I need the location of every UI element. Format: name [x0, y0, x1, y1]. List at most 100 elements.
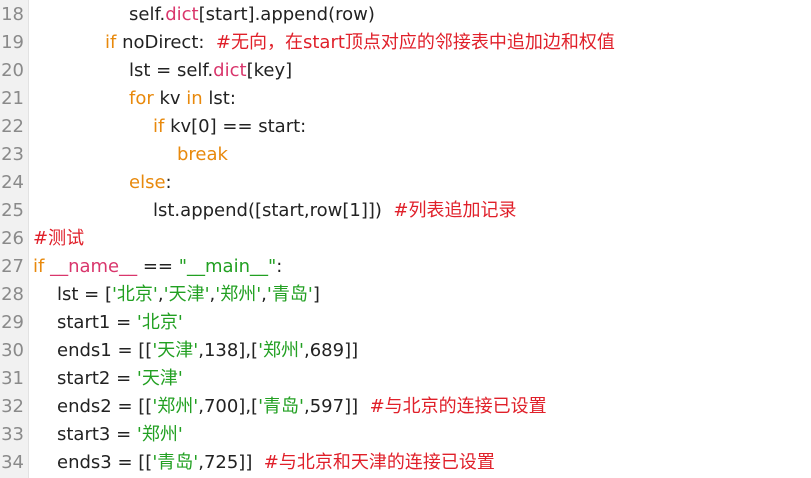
code-token: for — [129, 88, 154, 109]
code-token: , — [209, 284, 216, 305]
code-text: start1 = '北京' — [57, 309, 183, 337]
code-token: #与北京的连接已设置 — [369, 396, 547, 417]
line-number: 19 — [1, 32, 24, 53]
code-token: #无向，在start顶点对应的邻接表中追加边和权值 — [215, 32, 615, 53]
code-token: '北京' — [111, 284, 158, 305]
code-text: ends1 = [['天津',138],['郑州',689]] — [57, 337, 358, 365]
code-text: start3 = '郑州' — [57, 421, 183, 449]
line-number: 28 — [1, 284, 24, 305]
code-line[interactable]: 25 lst.append([start,row[1]]) #列表追加记录 — [0, 197, 811, 225]
line-number: 23 — [1, 144, 24, 165]
code-token: ,700],[ — [198, 396, 259, 417]
line-number: 18 — [1, 4, 24, 25]
code-token: '天津' — [152, 340, 199, 361]
code-line[interactable]: 27 if __name__ == "__main__": — [0, 253, 811, 281]
code-line[interactable]: 23 break — [0, 141, 811, 169]
code-line[interactable]: 29 start1 = '北京' — [0, 309, 811, 337]
code-token: [key] — [246, 60, 293, 81]
code-text: for kv in lst: — [129, 85, 236, 113]
code-token: start2 = — [57, 368, 137, 389]
code-text: if noDirect: #无向，在start顶点对应的邻接表中追加边和权值 — [105, 29, 615, 57]
code-token: "__main__" — [178, 256, 277, 277]
code-token: ,138],[ — [198, 340, 259, 361]
code-line[interactable]: 19 if noDirect: #无向，在start顶点对应的邻接表中追加边和权值 — [0, 29, 811, 57]
code-token: '北京' — [136, 312, 183, 333]
code-token: lst: — [202, 88, 236, 109]
code-token: [start].append(row) — [198, 4, 375, 25]
code-token: == — [137, 256, 179, 277]
line-number: 26 — [1, 228, 24, 249]
code-token: '青岛' — [152, 452, 199, 473]
code-token: '青岛' — [258, 396, 304, 417]
code-token: start1 = — [57, 312, 137, 333]
code-line[interactable]: 22 if kv[0] == start: — [0, 113, 811, 141]
code-text: break — [177, 141, 228, 169]
code-token: in — [186, 88, 203, 109]
code-line[interactable]: 20 lst = self.dict[key] — [0, 57, 811, 85]
code-token: lst = self. — [129, 60, 214, 81]
code-line[interactable]: 31 start2 = '天津' — [0, 365, 811, 393]
code-text: else: — [129, 169, 172, 197]
code-token: ,689]] — [303, 340, 359, 361]
line-number: 34 — [1, 452, 24, 473]
code-line[interactable]: 28 lst = ['北京','天津','郑州','青岛'] — [0, 281, 811, 309]
code-text: if __name__ == "__main__": — [33, 253, 282, 281]
code-token: #列表追加记录 — [393, 200, 517, 221]
code-token: lst.append([start,row[1]]) — [153, 200, 394, 221]
code-token: #测试 — [33, 228, 85, 249]
line-number: 31 — [1, 368, 24, 389]
code-line[interactable]: 21 for kv in lst: — [0, 85, 811, 113]
code-token: if — [105, 32, 117, 53]
code-token: , — [261, 284, 267, 305]
code-token: noDirect: — [116, 32, 216, 53]
code-token: dict — [165, 4, 199, 25]
line-number-gutter — [0, 0, 29, 478]
code-token: '天津' — [163, 284, 210, 305]
code-token: dict — [213, 60, 247, 81]
code-token: , — [157, 284, 164, 305]
line-number: 32 — [1, 396, 24, 417]
code-text: lst = self.dict[key] — [129, 57, 292, 85]
code-line[interactable]: 26 #测试 — [0, 225, 811, 253]
code-text: lst = ['北京','天津','郑州','青岛'] — [57, 281, 320, 309]
code-token: '郑州' — [136, 424, 183, 445]
code-token: if — [33, 256, 45, 277]
code-token: '天津' — [136, 368, 183, 389]
code-token: '郑州' — [258, 340, 304, 361]
code-text: if kv[0] == start: — [153, 113, 306, 141]
code-token: ,725]] — [198, 452, 264, 473]
code-token: else — [129, 172, 166, 193]
line-number: 29 — [1, 312, 24, 333]
code-token: : — [276, 256, 283, 277]
line-number: 22 — [1, 116, 24, 137]
line-number: 25 — [1, 200, 24, 221]
code-line[interactable]: 33 start3 = '郑州' — [0, 421, 811, 449]
line-number: 24 — [1, 172, 24, 193]
code-text: ends2 = [['郑州',700],['青岛',597]] #与北京的连接已… — [57, 393, 547, 421]
line-number: 30 — [1, 340, 24, 361]
code-token: : — [165, 172, 172, 193]
code-line[interactable]: 34 ends3 = [['青岛',725]] #与北京和天津的连接已设置 — [0, 449, 811, 477]
code-token: #与北京和天津的连接已设置 — [263, 452, 495, 473]
code-token: start3 = — [57, 424, 137, 445]
code-token: '郑州' — [215, 284, 262, 305]
line-number: 21 — [1, 88, 24, 109]
code-text: #测试 — [33, 225, 84, 253]
code-text: ends3 = [['青岛',725]] #与北京和天津的连接已设置 — [57, 449, 495, 477]
code-token: if — [153, 116, 165, 137]
code-token: ends2 = [[ — [57, 396, 153, 417]
code-line[interactable]: 18 self.dict[start].append(row) — [0, 1, 811, 29]
code-line[interactable]: 32 ends2 = [['郑州',700],['青岛',597]] #与北京的连… — [0, 393, 811, 421]
line-number: 20 — [1, 60, 24, 81]
code-text: start2 = '天津' — [57, 365, 183, 393]
code-token: '郑州' — [152, 396, 199, 417]
code-token: break — [177, 144, 228, 165]
code-text: self.dict[start].append(row) — [129, 1, 375, 29]
code-token: kv — [153, 88, 187, 109]
line-number: 27 — [1, 256, 24, 277]
code-line[interactable]: 30 ends1 = [['天津',138],['郑州',689]] — [0, 337, 811, 365]
code-token: self. — [129, 4, 166, 25]
code-line[interactable]: 24 else: — [0, 169, 811, 197]
line-number: 33 — [1, 424, 24, 445]
